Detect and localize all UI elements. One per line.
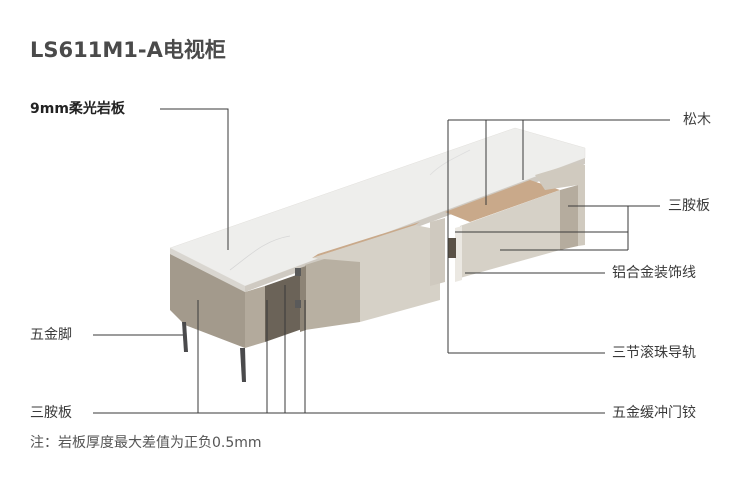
label-pine: 松木 [683,112,711,128]
leader-top-slab [160,108,229,250]
label-melamine-left: 三胺板 [30,405,72,421]
leader-lines [93,108,670,414]
label-melamine-right: 三胺板 [668,198,710,214]
label-door-hinge: 五金缓冲门铰 [612,405,696,421]
cabinet-drawing [169,127,586,382]
label-drawer-rail: 三节滚珠导轨 [612,345,696,361]
label-aluminum-trim: 铝合金装饰线 [612,265,696,281]
footnote: 注：岩板厚度最大差值为正负0.5mm [30,435,262,451]
label-metal-leg: 五金脚 [30,327,72,343]
page-title: LS611M1-A电视柜 [30,38,226,62]
label-top-slab: 9mm柔光岩板 [30,101,125,117]
